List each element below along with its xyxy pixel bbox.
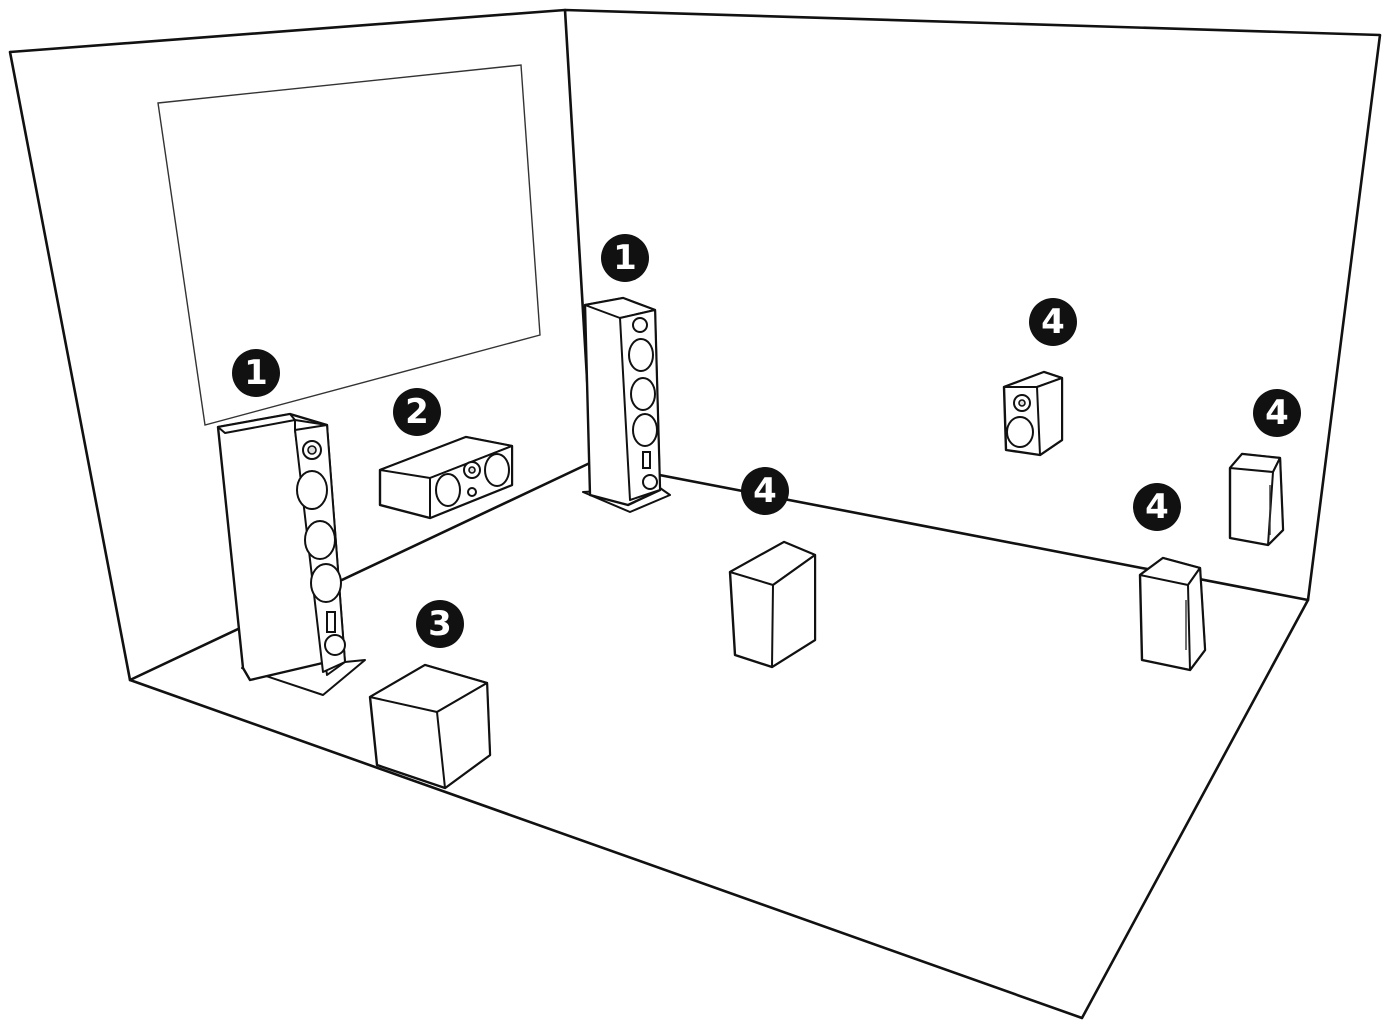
badge-label: 2 xyxy=(405,392,429,432)
surround-speaker-wall xyxy=(1002,370,1064,457)
surround-speaker-right xyxy=(1228,452,1285,547)
badge-label: 4 xyxy=(1265,393,1289,433)
surround-speaker-mid xyxy=(728,540,817,669)
badge-label: 1 xyxy=(613,238,637,278)
badge-label: 1 xyxy=(244,353,268,393)
front-right-speaker xyxy=(582,296,671,513)
projection-screen xyxy=(157,64,541,426)
badge-label: 4 xyxy=(1041,302,1065,342)
front-left-speaker xyxy=(216,412,366,696)
badge-surround-right: 4 xyxy=(1253,389,1301,437)
badge-label: 4 xyxy=(753,471,777,511)
badge-front-left: 1 xyxy=(232,349,280,397)
badge-label: 4 xyxy=(1145,487,1169,527)
badge-surround-wall: 4 xyxy=(1029,298,1077,346)
badge-label: 3 xyxy=(428,604,452,644)
badge-center: 2 xyxy=(393,388,441,436)
center-speaker xyxy=(378,435,514,520)
badge-surround-rear-right: 4 xyxy=(1133,483,1181,531)
badge-front-right: 1 xyxy=(601,234,649,282)
surround-speaker-rear-right xyxy=(1138,556,1207,672)
subwoofer xyxy=(368,663,492,790)
badge-subwoofer: 3 xyxy=(416,600,464,648)
badge-surround-mid: 4 xyxy=(741,467,789,515)
